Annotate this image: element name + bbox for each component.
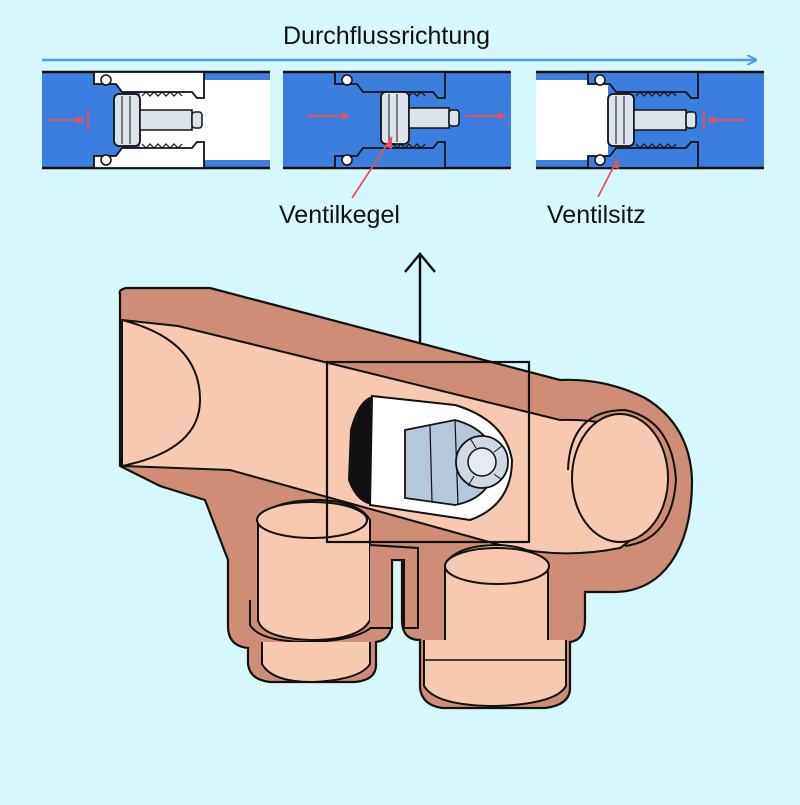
valve-cone <box>607 93 635 147</box>
panel-closed-no-flow <box>42 70 270 170</box>
flow-direction-label: Durchflussrichtung <box>283 22 491 50</box>
valve-seat-label: Ventilsitz <box>547 201 646 229</box>
valve-cone-label: Ventilkegel <box>279 201 400 229</box>
detail-frame <box>325 360 531 544</box>
panel-open-forward-flow <box>283 70 511 170</box>
valve-insert <box>348 394 514 522</box>
valve-seat-pointer <box>597 157 619 198</box>
valve-cone <box>113 93 141 147</box>
panel-closed-backflow <box>536 70 764 170</box>
detail-arrow <box>404 252 436 352</box>
valve-cone <box>380 91 410 145</box>
valve-cone-pointer <box>351 136 393 199</box>
